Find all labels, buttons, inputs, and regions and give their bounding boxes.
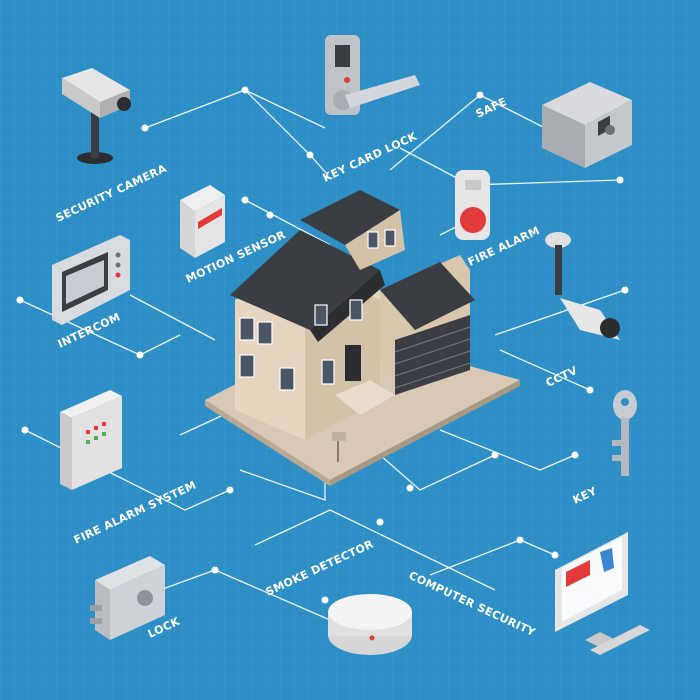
- house: [230, 190, 475, 462]
- safe: [542, 82, 632, 168]
- computer-monitor: [555, 532, 650, 655]
- front-door: [345, 345, 361, 381]
- cctv-camera: [545, 232, 620, 340]
- garage-roof: [380, 262, 475, 330]
- upper-roof: [300, 190, 400, 245]
- intercom: [52, 235, 130, 325]
- door-lock: [90, 556, 165, 640]
- fire-alarm: [455, 170, 490, 240]
- key-card-lock: [325, 35, 420, 115]
- security-camera: [62, 68, 131, 164]
- mailbox: [332, 432, 346, 441]
- main-roof: [230, 230, 380, 330]
- smoke-detector: [328, 594, 412, 655]
- key: [612, 390, 637, 476]
- motion-sensor: [180, 185, 225, 258]
- fire-alarm-system-panel: [60, 390, 122, 490]
